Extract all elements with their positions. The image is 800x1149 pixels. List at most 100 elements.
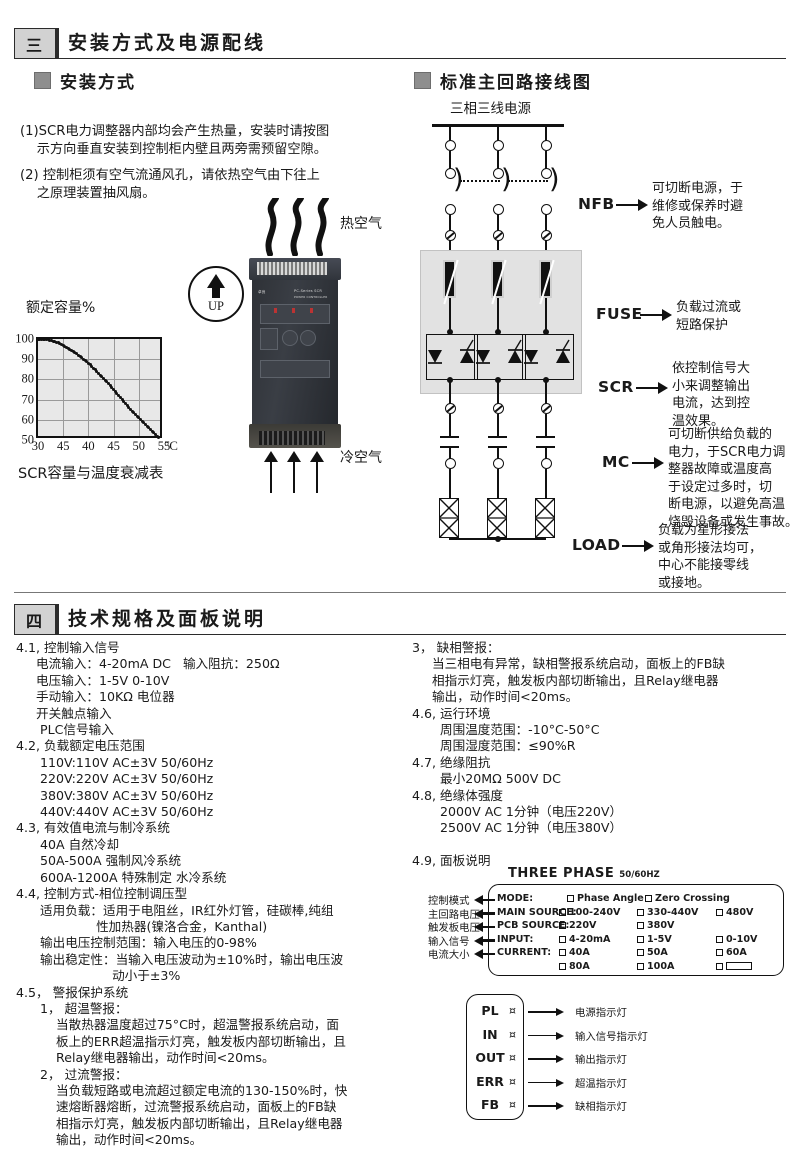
up-label: UP	[208, 299, 224, 313]
panel-option-label: Zero Crossing	[655, 893, 730, 904]
chart-data-point	[80, 356, 84, 360]
panel-option[interactable]: Zero Crossing	[645, 893, 730, 904]
arrow-scr	[636, 382, 668, 394]
chart-data-point	[93, 368, 97, 372]
panel-heading: THREE PHASE 50/60HZ	[508, 866, 660, 881]
spec-line: 输出，动作时间<20ms。	[16, 1132, 203, 1148]
panel-option[interactable]: 80A	[559, 961, 590, 972]
panel-option-label: 50A	[647, 947, 668, 958]
chart-ytick: 90	[21, 351, 35, 366]
panel-option[interactable]: 220V	[559, 920, 596, 931]
spec-line: 周围温度范围：-10°C-50°C	[412, 722, 600, 738]
spec-line: 600A-1200A 特殊制定 水冷系统	[16, 869, 227, 885]
load-resistor-symbol	[439, 498, 459, 538]
chart-xtick: 45	[107, 438, 120, 453]
panel-row-arrow	[474, 922, 495, 932]
checkbox-icon[interactable]	[559, 949, 566, 956]
spec-line: 开关触点输入	[16, 705, 112, 721]
panel-option[interactable]: 330-440V	[637, 907, 698, 918]
spec-line: 相指示灯亮，触发板内部切断输出，且Relay继电器	[16, 1115, 343, 1131]
led-name: ERR	[476, 1073, 504, 1089]
checkbox-icon[interactable]	[716, 908, 723, 916]
chart-data-point	[140, 419, 144, 423]
checkbox-icon[interactable]	[637, 922, 644, 929]
chart-data-point	[90, 365, 94, 369]
panel-option[interactable]: 480V	[716, 907, 753, 918]
checkbox-icon[interactable]	[716, 949, 723, 956]
spec-line: 4.6, 运行环境	[412, 705, 491, 721]
chart-data-point	[135, 414, 139, 418]
chart-xtick: 30	[31, 438, 45, 453]
chart-data-point	[56, 341, 60, 345]
spec-line: 4.7, 绝缘阻抗	[412, 754, 491, 770]
chart-xlabel: °C	[164, 438, 178, 453]
panel-row-arrow	[474, 908, 495, 919]
chart-data-point	[75, 352, 79, 356]
section-4-title: 技术规格及面板说明	[68, 608, 267, 630]
panel-option-label: 100A	[647, 960, 675, 972]
checkbox-icon[interactable]	[567, 895, 574, 902]
led-lamp-icon: ¤	[509, 1027, 516, 1041]
checkbox-icon[interactable]	[637, 962, 644, 970]
led-description: 缺相指示灯	[575, 1101, 627, 1113]
panel-option[interactable]: 40A	[559, 947, 590, 958]
chart-data-point	[138, 417, 142, 421]
panel-option[interactable]: 0-10V	[716, 934, 757, 945]
chart-data-point	[103, 378, 107, 382]
circuit-label-mc: MC	[602, 453, 630, 471]
led-lamp-icon: ¤	[509, 1051, 516, 1064]
spec-line: 4.3, 有效值电流与制冷系统	[16, 820, 170, 836]
chart-data-point	[120, 398, 124, 402]
spec-line: 50A-500A 强制风冷系统	[16, 853, 182, 869]
chart-data-point	[88, 363, 92, 367]
panel-option[interactable]	[716, 961, 752, 972]
panel-option[interactable]: 60A	[716, 947, 747, 958]
checkbox-icon[interactable]	[559, 935, 566, 943]
checkbox-icon[interactable]	[559, 922, 566, 929]
panel-option[interactable]: 380V	[637, 920, 674, 931]
led-indicator-panel	[466, 994, 524, 1120]
chart-gridline	[88, 339, 90, 436]
led-arrow	[528, 1055, 564, 1063]
spec-line: 周围湿度范围：≤90%R	[412, 738, 576, 754]
chart-data-point	[71, 349, 75, 353]
checkbox-icon[interactable]	[637, 908, 644, 916]
checkbox-icon[interactable]	[559, 908, 566, 916]
checkbox-icon[interactable]	[716, 935, 723, 943]
checkbox-icon[interactable]	[637, 935, 644, 943]
panel-option-label: 100-240V	[569, 906, 621, 918]
panel-option[interactable]: 100A	[637, 961, 674, 972]
panel-option[interactable]: 4-20mA	[559, 934, 610, 945]
spec-line	[412, 837, 792, 853]
led-description: 电源指示灯	[575, 1007, 627, 1019]
chart-gridline	[38, 419, 160, 421]
checkbox-icon[interactable]	[559, 962, 566, 970]
panel-row-cn-label: 控制模式	[428, 895, 470, 907]
chart-data-point	[112, 388, 116, 391]
checkbox-icon[interactable]	[716, 962, 723, 970]
chart-data-point	[154, 433, 158, 437]
panel-option[interactable]: 50A	[637, 947, 668, 958]
chart-data-point	[122, 400, 126, 404]
hot-air-label: 热空气	[340, 216, 382, 232]
panel-option[interactable]: 100-240V	[559, 907, 620, 918]
checkbox-icon[interactable]	[645, 895, 652, 902]
led-arrow	[528, 1008, 564, 1016]
panel-option[interactable]: Phase Angle	[567, 893, 644, 904]
spec-line: 电流输入：4-20mA DC 输入阻抗：250Ω	[16, 656, 280, 672]
blank-field[interactable]	[726, 961, 752, 970]
chart-data-point	[125, 404, 129, 408]
chart-data-point	[157, 436, 161, 440]
panel-option[interactable]: 1-5V	[637, 934, 672, 945]
panel-row-label: INPUT:	[497, 933, 534, 945]
spec-line: 性加热器(镍洛合金，Kanthal)	[16, 918, 268, 934]
led-row: FB¤	[472, 1097, 516, 1112]
chart-data-point	[127, 406, 131, 410]
chart-data-point	[147, 426, 151, 430]
chart-ytick: 80	[21, 371, 35, 386]
checkbox-icon[interactable]	[637, 949, 644, 956]
chart-data-point	[118, 396, 122, 400]
